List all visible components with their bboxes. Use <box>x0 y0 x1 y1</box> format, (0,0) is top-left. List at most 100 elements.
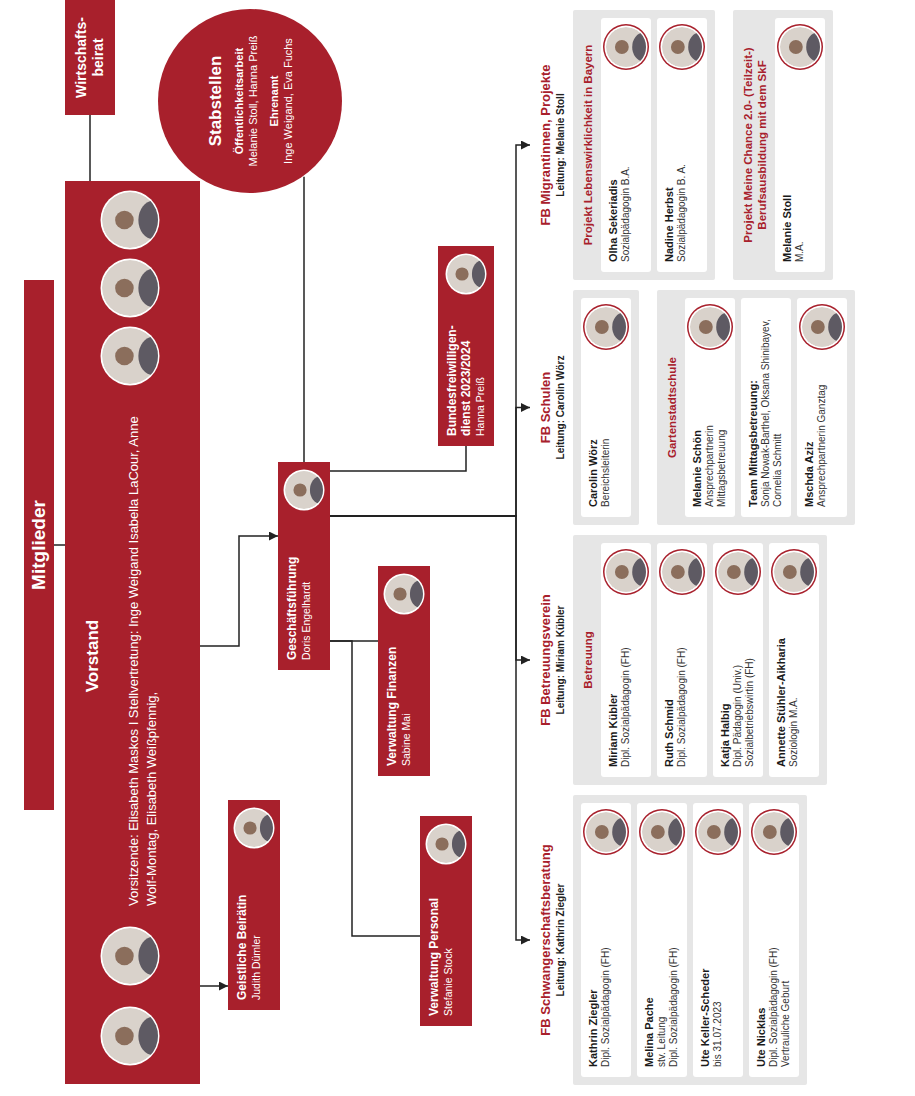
portrait-photo <box>382 572 426 616</box>
panel-ground: Kathrin ZieglerDipl. Sozialpädagogin (FH… <box>573 795 807 1085</box>
connector <box>200 985 228 987</box>
node-title: Ute Nicklas <box>755 863 768 1067</box>
node-text: Sozialpädagogin B.A. <box>620 78 632 262</box>
photo-head <box>115 347 134 366</box>
photo-body <box>632 558 649 587</box>
photo-head <box>615 565 629 579</box>
finance-box: Verwaltung FinanzenSabine Mai <box>378 566 430 776</box>
node-title: Mschda Aziz <box>803 358 816 507</box>
photo-body <box>744 558 761 587</box>
connector <box>303 177 305 462</box>
panel-ground: Projekt Lebenswirklichkeit in Bayern Olha… <box>573 10 715 280</box>
node-title: FB Schwangerschaftsberatung <box>538 799 554 1081</box>
photo-body <box>138 937 161 975</box>
circle-fill <box>158 9 342 193</box>
node-title: Verwaltung Finanzen <box>385 624 399 766</box>
portrait-photo <box>777 24 823 70</box>
photo-head <box>243 821 256 834</box>
portrait-photo <box>639 809 685 855</box>
photo-head <box>707 825 721 839</box>
photo-body <box>688 558 705 587</box>
panel-ground: GartenstadtschuleMelanie SchönAnsprechpa… <box>657 290 855 525</box>
photo-head <box>393 587 406 600</box>
photo-head <box>615 40 629 54</box>
node-text: Ansprechpartnerin Ganztag <box>816 358 828 507</box>
person-card: Ute Keller-Schederbis 31.07.2023 <box>693 803 743 1077</box>
portrait-photo <box>424 822 468 866</box>
node-title: Mitglieder <box>28 500 50 590</box>
node-text: Projekt Lebenswirklichkeit in Bayern <box>581 18 595 272</box>
portrait-photo <box>99 189 161 251</box>
personnel-box: Verwaltung PersonalStefanie Stock <box>420 816 472 1026</box>
portrait-photo <box>232 806 276 850</box>
portrait-photo <box>99 325 161 387</box>
portrait-photo <box>444 252 488 296</box>
section-heading: FB Migrantinnen, ProjekteLeitung: Melani… <box>538 10 573 280</box>
photo-body <box>310 476 326 503</box>
node-text: Dipl. Pädagogin (Univ.) <box>732 603 744 767</box>
portrait-photo <box>799 304 845 350</box>
person-card: Melina Pachestv. LeitungDipl. Sozialpäda… <box>637 803 687 1077</box>
photo-body <box>138 201 161 239</box>
connector <box>54 544 65 546</box>
node-text: Vertrauliche Geburt <box>780 863 792 1067</box>
node-title: Projekt Meine Chance 2.0- (Teilzeit-) Be… <box>741 18 769 272</box>
project-panel: Projekt Meine Chance 2.0- (Teilzeit-) Be… <box>725 10 833 280</box>
school-panel: GartenstadtschuleMelanie SchönAnsprechpa… <box>649 290 855 525</box>
photo-head <box>671 565 685 579</box>
node-text: Sabine Mai <box>400 624 413 766</box>
node-text: Leitung: Melanie Stoll <box>554 14 567 276</box>
person-card: Olha SekeriadisSozialpädagogin B.A. <box>601 18 651 272</box>
node-title: Katja Halbig <box>719 603 732 767</box>
person-card: Melanie StollM.A. <box>775 18 825 272</box>
node-text: Leitung: Carolin Wörz <box>554 294 567 521</box>
advisor-box: Geistliche BeirätinJudith Dümler <box>228 800 280 1010</box>
section-heading: FB SchulenLeitung: Carolin Wörz <box>538 290 573 525</box>
section-panel: FB SchulenLeitung: Carolin WörzCarolin W… <box>530 290 639 525</box>
node-text: bis 31.07.2023 <box>712 863 724 1067</box>
node-text: Inge Weigand, Eva Fuchs <box>281 38 295 164</box>
portrait-photo <box>715 549 761 595</box>
node-title: Carolin Wörz <box>587 358 600 507</box>
node-text: Judith Dümler <box>250 858 263 1000</box>
photo-body <box>716 313 733 342</box>
photo-body <box>612 313 629 342</box>
node-title: Vorstand <box>83 406 103 906</box>
node-text: Hanna Preiß <box>474 304 487 436</box>
staff-circle: StabstellenÖffentlichkeitsarbeitMelanie … <box>157 8 343 194</box>
photo-head <box>671 40 685 54</box>
node-text: Leitung: Miriam Kübler <box>554 539 567 781</box>
photo-body <box>668 818 685 847</box>
node-title: Team Mittagsbetreuung: <box>747 308 760 507</box>
advisory-box: Wirtschafts- beirat <box>65 0 115 115</box>
node-text: Dipl. Sozialpädagogin (FH) <box>768 863 780 1067</box>
node-title: FB Betreuungsverein <box>538 539 554 781</box>
node-title: FB Migrantinnen, Projekte <box>538 14 554 276</box>
portrait-photo <box>659 549 705 595</box>
portrait-photo <box>583 304 629 350</box>
volunteer-box: Bundesfreiwilligen- dienst 2023/2024Hann… <box>438 246 494 446</box>
node-title: Stabstellen <box>206 56 226 147</box>
photo-body <box>472 260 488 287</box>
section-heading: FB SchwangerschaftsberatungLeitung: Kath… <box>538 795 573 1085</box>
person-card: Carolin WörzBereichsleiterin <box>581 298 631 517</box>
section-panel: FB SchwangerschaftsberatungLeitung: Kath… <box>530 795 807 1085</box>
connector <box>330 516 530 660</box>
photo-head <box>115 211 134 230</box>
photo-head <box>595 825 609 839</box>
person-card: Kathrin ZieglerDipl. Sozialpädagogin (FH… <box>581 803 631 1077</box>
section-panel: FB Migrantinnen, ProjekteLeitung: Melani… <box>530 10 715 280</box>
node-text: Melanie Stoll, Hanna Preiß <box>246 36 260 167</box>
connector <box>330 446 466 471</box>
management-box: GeschäftsführungDoris Engelhardt <box>278 462 330 670</box>
node-text: Ehrenamt <box>267 76 281 127</box>
panel-ground: BetreuungMiriam KüblerDipl. Sozialpädago… <box>573 535 827 785</box>
person-card: Ruth SchmidDipl. Sozialpädagogin (FH) <box>657 543 707 777</box>
node-text: Dipl. Sozialpädagogin (FH) <box>620 603 632 767</box>
photo-body <box>800 558 817 587</box>
members-band: Mitglieder <box>24 280 54 810</box>
node-text: Sozialbetriebswirtin (FH) <box>744 603 756 767</box>
photo-head <box>811 320 825 334</box>
panel-ground: Projekt Meine Chance 2.0- (Teilzeit-) Be… <box>733 10 833 280</box>
portrait-photo <box>603 549 649 595</box>
